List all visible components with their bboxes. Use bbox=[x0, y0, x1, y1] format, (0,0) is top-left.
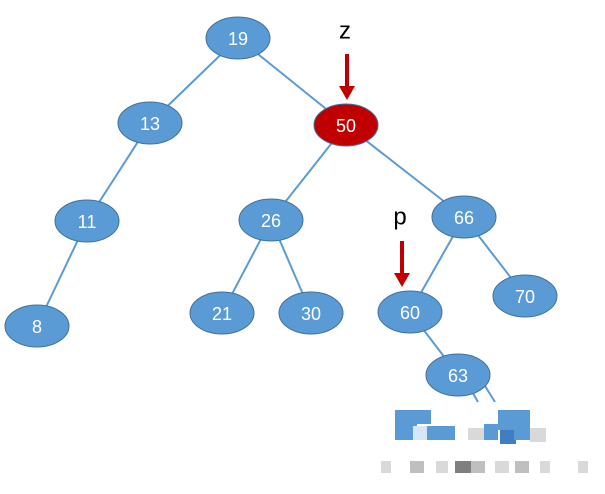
tree-node-13: 13 bbox=[117, 101, 183, 145]
tree-node-label: 30 bbox=[301, 304, 321, 324]
tree-node-label: 8 bbox=[32, 317, 42, 337]
tree-node-ellipse bbox=[238, 198, 304, 242]
tree-node-label: 63 bbox=[448, 366, 468, 386]
tree-node-21: 21 bbox=[189, 291, 255, 335]
pointer-z: z bbox=[339, 18, 355, 100]
tree-node-ellipse bbox=[205, 16, 271, 60]
tree-node-ellipse bbox=[54, 199, 120, 243]
pointer-p: p bbox=[393, 204, 410, 287]
watermark-pixel bbox=[455, 461, 471, 473]
watermark-pixel bbox=[468, 428, 484, 440]
watermark-pixel bbox=[417, 410, 431, 424]
tree-node-ellipse bbox=[313, 103, 379, 147]
tree-node-60: 60 bbox=[377, 290, 443, 334]
tree-node-label: 26 bbox=[261, 211, 281, 231]
pointer-arrow-down-icon bbox=[394, 273, 410, 287]
tree-node-26: 26 bbox=[238, 198, 304, 242]
watermark-pixel bbox=[578, 461, 588, 473]
watermark-pixel bbox=[436, 461, 448, 473]
tree-node-label: 50 bbox=[336, 116, 356, 136]
tree-node-ellipse bbox=[189, 291, 255, 335]
pixelated-watermark-logo-icon bbox=[381, 410, 588, 473]
watermark-pixel bbox=[498, 410, 530, 430]
watermark-pixel bbox=[410, 461, 424, 473]
tree-node-ellipse bbox=[4, 304, 70, 348]
tree-node-label: 66 bbox=[454, 208, 474, 228]
tree-node-label: 13 bbox=[140, 114, 160, 134]
watermark-pixel bbox=[381, 461, 391, 473]
tree-node-66: 66 bbox=[431, 195, 497, 239]
pointer-arrow-down-icon bbox=[339, 86, 355, 100]
tree-node-8: 8 bbox=[4, 304, 70, 348]
tree-node-label: 21 bbox=[212, 304, 232, 324]
watermark-pixel bbox=[395, 410, 417, 440]
tree-node-ellipse bbox=[431, 195, 497, 239]
tree-node-30: 30 bbox=[278, 291, 344, 335]
tree-node-label: 19 bbox=[228, 29, 248, 49]
tree-node-label: 70 bbox=[515, 287, 535, 307]
tree-node-ellipse bbox=[377, 290, 443, 334]
tree-node-50: 50 bbox=[313, 103, 379, 147]
watermark-pixel bbox=[514, 428, 530, 440]
pointer-label: p bbox=[393, 204, 406, 231]
pointers-layer: zp bbox=[339, 18, 410, 287]
watermark-pixel bbox=[540, 461, 550, 473]
edge-stub-63-2 bbox=[484, 385, 496, 403]
pointer-label: z bbox=[339, 18, 351, 45]
watermark-pixel bbox=[427, 426, 455, 440]
tree-node-ellipse bbox=[278, 291, 344, 335]
tree-node-ellipse bbox=[492, 274, 558, 318]
watermark-pixel bbox=[413, 426, 427, 440]
watermark-pixel bbox=[495, 461, 509, 473]
tree-node-19: 19 bbox=[205, 16, 271, 60]
watermark-pixel bbox=[500, 430, 516, 444]
tree-node-ellipse bbox=[117, 101, 183, 145]
tree-node-label: 11 bbox=[78, 212, 97, 232]
watermark-pixel bbox=[515, 461, 529, 473]
watermark-pixel bbox=[484, 424, 498, 440]
tree-node-63: 63 bbox=[425, 353, 491, 397]
tree-node-label: 60 bbox=[400, 303, 420, 323]
tree-node-70: 70 bbox=[492, 274, 558, 318]
tree-node-11: 11 bbox=[54, 199, 120, 243]
nodes-layer: 19 13 50 11 26 66 8 21 30 60 70 63 bbox=[4, 16, 558, 397]
watermark-pixel bbox=[471, 461, 485, 473]
tree-node-ellipse bbox=[425, 353, 491, 397]
watermark-pixel bbox=[530, 428, 546, 442]
